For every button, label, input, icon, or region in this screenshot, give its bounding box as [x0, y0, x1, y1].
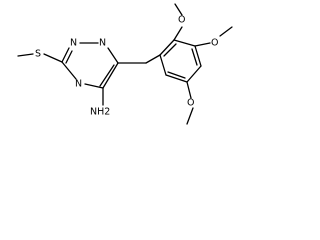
bond-ar3-o2 — [194, 42, 211, 47]
bond-s-c3 — [43, 53, 63, 63]
bond-o2-me — [219, 26, 233, 37]
bond-ar5-o3 — [186, 81, 192, 99]
atom-label-layer: S N N N NH2 O O O — [35, 15, 218, 118]
bond-ar2-o1 — [173, 26, 183, 41]
atom-sulfur-label: S — [35, 49, 41, 60]
bond-ar6-ar1 — [159, 54, 167, 76]
bond-o1-me — [174, 3, 183, 16]
bond-c3-n2-inner — [65, 50, 73, 64]
bond-c6-c5 — [102, 62, 119, 89]
atom-oxygen-right-label: O — [211, 38, 218, 49]
bond-ar5-ar6 — [165, 74, 188, 83]
bond-c5-n4 — [84, 83, 104, 89]
amino-group-label: NH2 — [90, 107, 110, 118]
bond-methyl-s — [17, 53, 34, 57]
atom-oxygen-top-label: O — [178, 15, 185, 26]
bond-c3-n2 — [61, 47, 70, 63]
bond-c6-c5-inner — [99, 64, 115, 87]
bond-ar2-ar3 — [173, 39, 196, 47]
molecule-structure-canvas: S N N N NH2 O O O — [17, 3, 233, 125]
bond-ar5-ar6-inner — [167, 71, 186, 79]
bond-o3-me — [186, 107, 194, 125]
bond-layer — [17, 3, 233, 125]
bond-n4-c3 — [61, 61, 77, 80]
atom-nitrogen-1-label: N — [99, 38, 106, 49]
bond-ar1-ar2-inner — [163, 43, 177, 57]
atom-nitrogen-2-label: N — [70, 38, 77, 49]
atom-oxygen-bottom-label: O — [187, 98, 194, 109]
bond-ar1-ar2 — [159, 39, 175, 56]
bond-ar3-ar4 — [194, 45, 202, 67]
bond-ar3-ar4-inner — [191, 48, 198, 66]
atom-nitrogen-4-label: N — [75, 79, 82, 90]
bond-n1-c6 — [107, 47, 119, 64]
bond-ar4-ar5 — [186, 65, 202, 83]
bond-ch2-ring — [145, 54, 161, 64]
